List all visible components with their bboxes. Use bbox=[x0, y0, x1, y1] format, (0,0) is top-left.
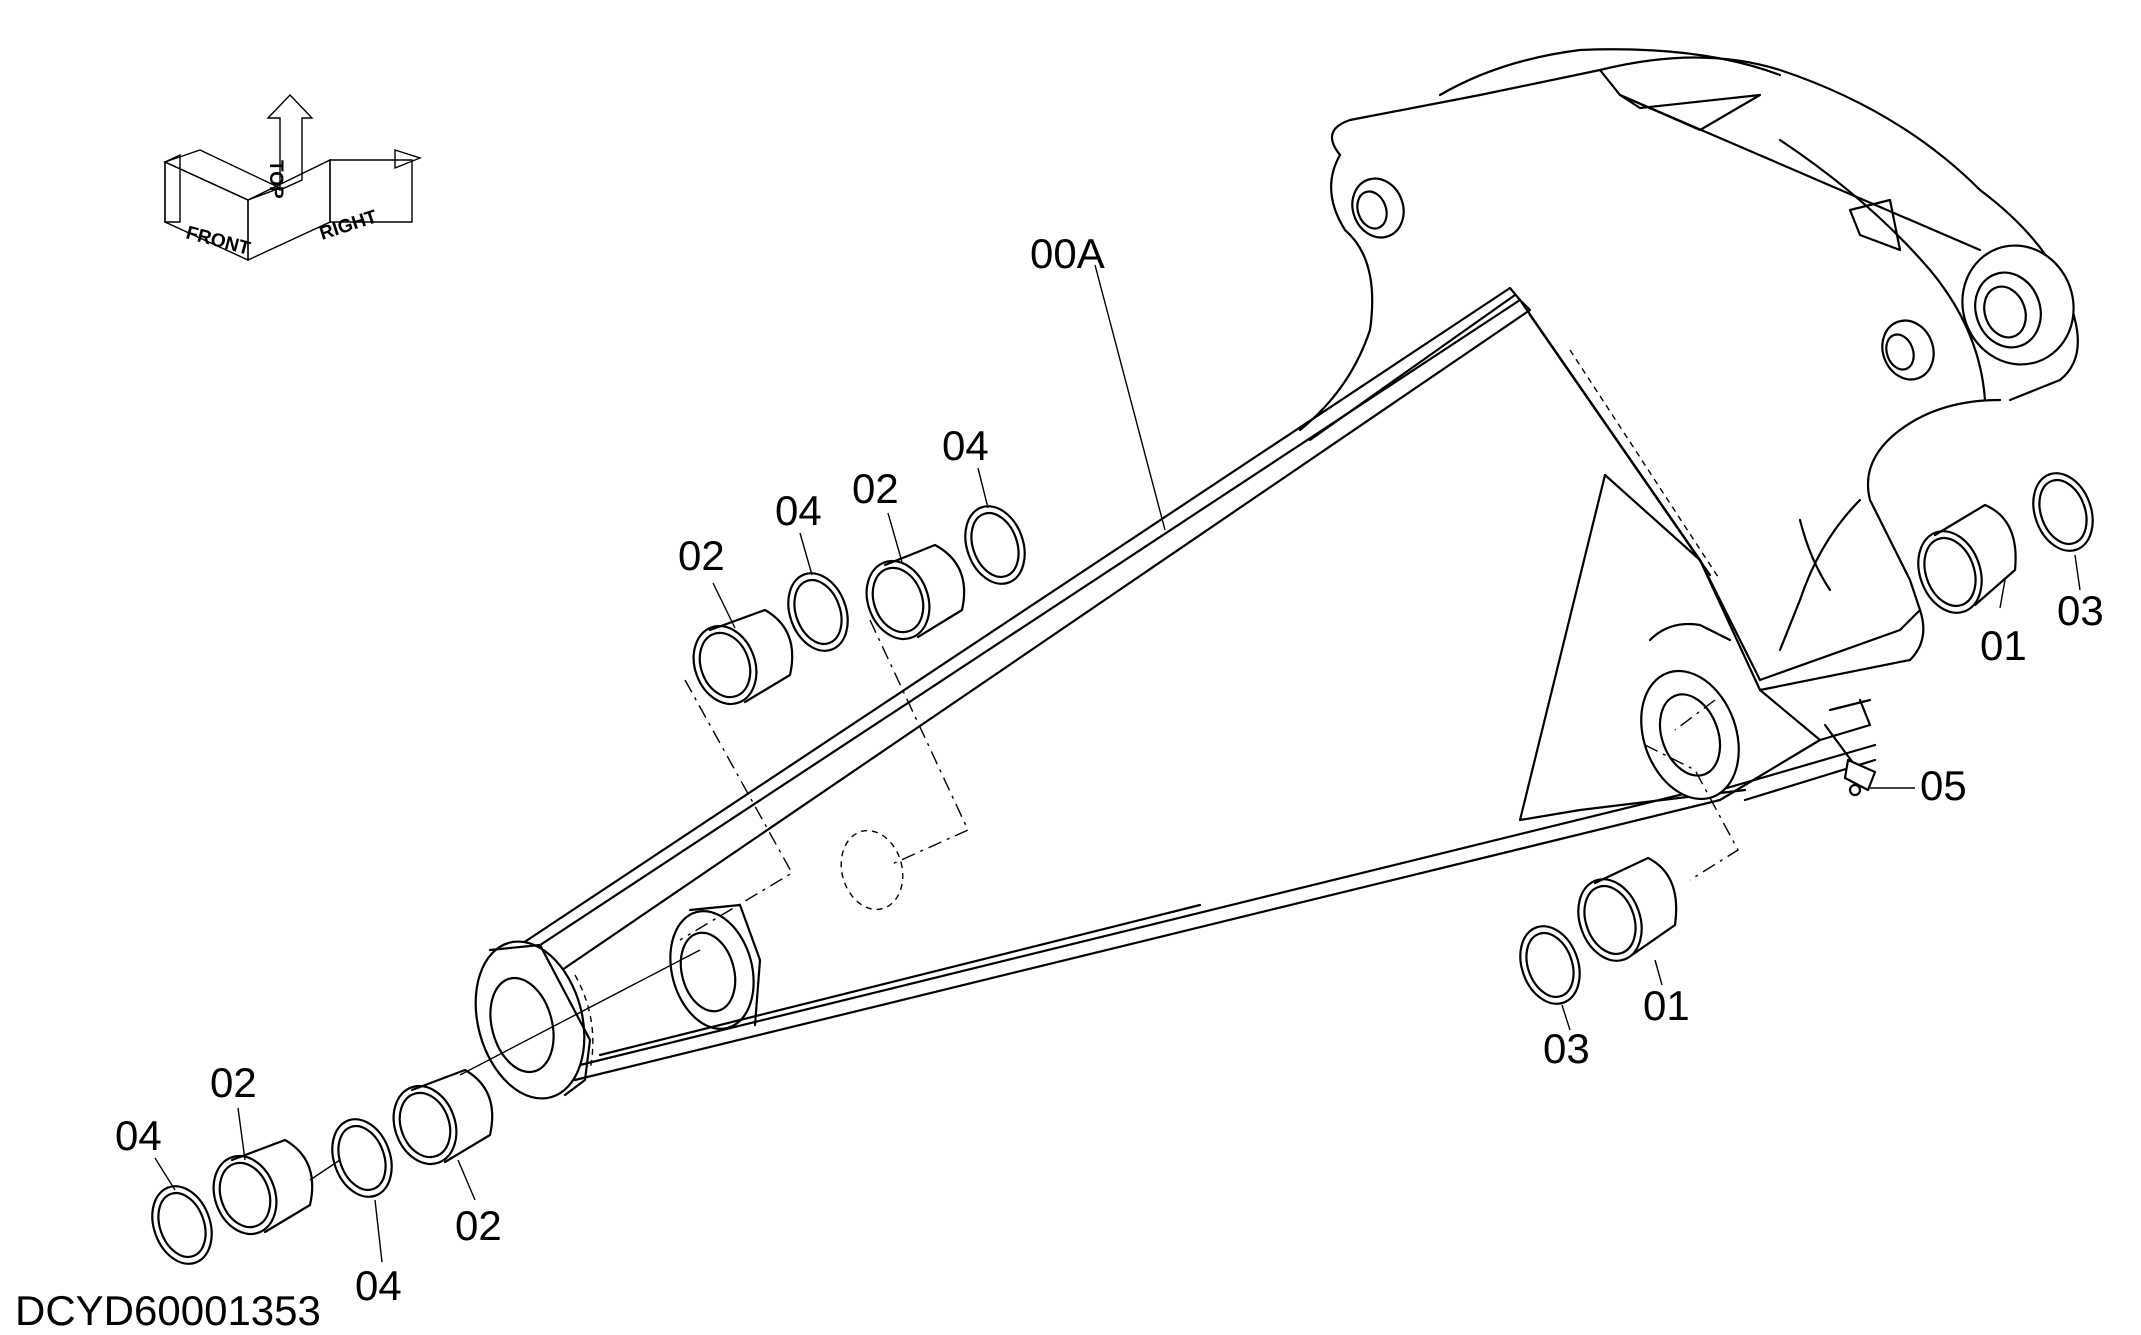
label-01-upper: 01 bbox=[1980, 622, 2027, 669]
grease-fitting bbox=[1823, 723, 1877, 797]
orientation-indicator: FRONT TOP RIGHT bbox=[163, 93, 423, 262]
label-01-lower: 01 bbox=[1643, 982, 1690, 1029]
orientation-front-text: FRONT bbox=[184, 223, 253, 260]
ring-04-upper-left bbox=[787, 572, 849, 652]
label-00a: 00A bbox=[1030, 230, 1105, 277]
bushing-02-upper-right bbox=[865, 543, 966, 641]
part-labels: 00A 02 04 02 04 01 03 05 01 03 02 04 04 … bbox=[115, 230, 2104, 1309]
label-02-upper-right: 02 bbox=[852, 465, 899, 512]
orientation-top-text: TOP bbox=[265, 160, 286, 199]
bushing-02-upper-left bbox=[692, 608, 794, 706]
ring-03-upper bbox=[2032, 472, 2094, 552]
bushing-02-lower-left bbox=[212, 1138, 314, 1236]
bushing-02-lower-right bbox=[392, 1068, 494, 1166]
label-02-upper-left: 02 bbox=[678, 532, 725, 579]
label-02-lower-right: 02 bbox=[455, 1202, 502, 1249]
bushing-01-upper bbox=[1917, 503, 2017, 614]
orientation-right-text: RIGHT bbox=[317, 206, 380, 244]
arm-assembly bbox=[459, 48, 2079, 1100]
centerlines bbox=[679, 619, 1739, 941]
ring-04-lower-mid bbox=[331, 1118, 393, 1198]
ring-04-upper-right bbox=[964, 505, 1026, 585]
label-05: 05 bbox=[1920, 762, 1967, 809]
leader-lines bbox=[154, 264, 2081, 1263]
label-04-upper-left: 04 bbox=[775, 487, 822, 534]
label-03-upper: 03 bbox=[2057, 587, 2104, 634]
label-04-lower-mid: 04 bbox=[355, 1262, 402, 1309]
bushing-01-lower bbox=[1577, 856, 1678, 962]
label-04-upper-right: 04 bbox=[942, 422, 989, 469]
drawing-code: DCYD60001353 bbox=[15, 1287, 321, 1334]
label-03-lower: 03 bbox=[1543, 1025, 1590, 1072]
label-04-lower-left: 04 bbox=[115, 1112, 162, 1159]
label-02-lower-left: 02 bbox=[210, 1059, 257, 1106]
ring-04-lower-left bbox=[151, 1185, 213, 1265]
ring-03-lower bbox=[1519, 925, 1581, 1005]
